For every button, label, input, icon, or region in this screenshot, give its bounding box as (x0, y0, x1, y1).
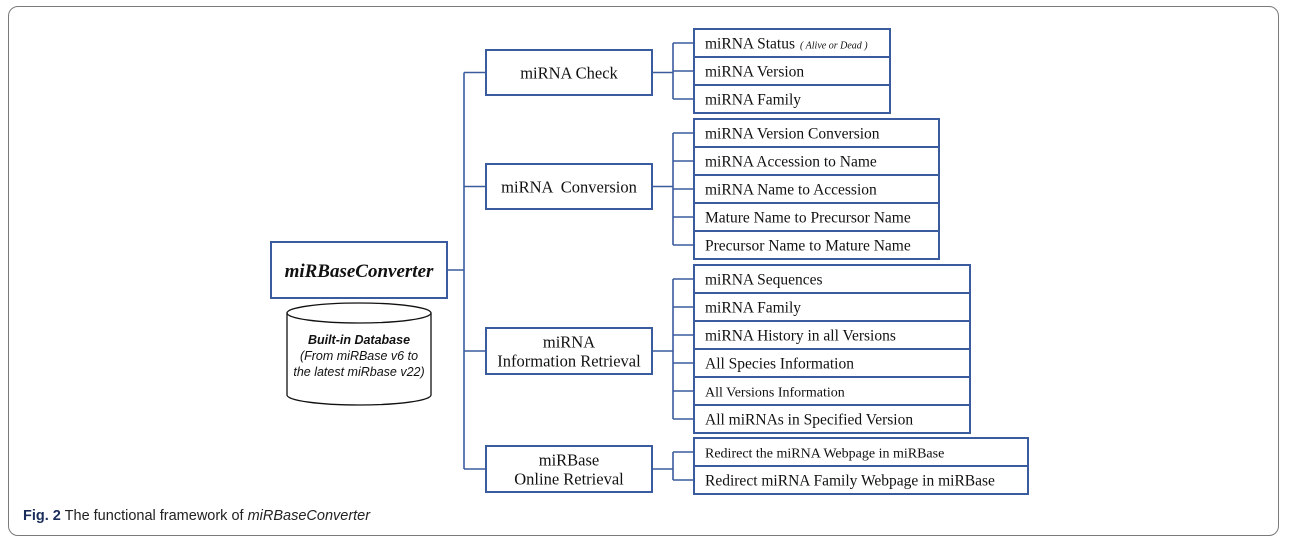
database-description-line: (From miRBase v6 to (300, 349, 418, 363)
item-box (693, 84, 891, 114)
item-label: miRNA Family (705, 92, 801, 109)
item-label: miRNA Status( Alive or Dead ) (705, 36, 868, 53)
database-title: Built-in Database (308, 333, 410, 347)
caption-text: The functional framework of (60, 508, 248, 524)
group-box-online-retrieval (485, 445, 653, 493)
item-box (693, 376, 971, 406)
database-cylinder-body (286, 313, 432, 406)
item-label: miRNA Name to Accession (705, 182, 877, 199)
item-note: ( Alive or Dead ) (800, 41, 868, 52)
item-label: miRNA History in all Versions (705, 328, 896, 345)
caption-figure-number: Fig. 2 (23, 508, 61, 524)
item-box (693, 230, 940, 260)
item-box (693, 404, 971, 434)
item-label: All Versions Information (705, 386, 845, 401)
item-label: Redirect the miRNA Webpage in miRBase (705, 447, 944, 462)
figure-caption: Fig. 2 The functional framework of miRBa… (23, 508, 370, 524)
root-node-label: miRBaseConverter (285, 261, 434, 282)
group-label-check: miRNA Check (520, 64, 618, 83)
item-label: All Species Information (705, 356, 854, 373)
item-box (693, 437, 1029, 467)
item-label: Redirect miRNA Family Webpage in miRBase (705, 473, 995, 490)
item-box (693, 174, 940, 204)
database-cylinder-top (286, 302, 432, 324)
item-label: Precursor Name to Mature Name (705, 238, 911, 255)
item-label: All miRNAs in Specified Version (705, 412, 913, 429)
group-label-info-retrieval: Information Retrieval (497, 352, 641, 371)
item-label: miRNA Accession to Name (705, 154, 877, 171)
group-box-info-retrieval (485, 327, 653, 375)
group-label-info-retrieval: miRNA (543, 333, 595, 352)
item-box (693, 465, 1029, 495)
item-box (693, 264, 971, 294)
caption-package-name: miRBaseConverter (247, 508, 371, 524)
group-label-conversion: miRNA Conversion (501, 178, 637, 197)
item-label: miRNA Family (705, 300, 801, 317)
group-label-online-retrieval: Online Retrieval (514, 470, 624, 489)
group-box-check (485, 49, 653, 96)
database-description-line: the latest miRbase v22) (293, 365, 424, 379)
group-label-online-retrieval: miRBase (539, 451, 600, 470)
item-label: miRNA Version (705, 64, 804, 81)
item-label: Mature Name to Precursor Name (705, 210, 911, 227)
item-label: miRNA Version Conversion (705, 126, 880, 143)
root-node-box (270, 241, 448, 299)
item-box (693, 118, 940, 148)
item-label: miRNA Sequences (705, 272, 823, 289)
